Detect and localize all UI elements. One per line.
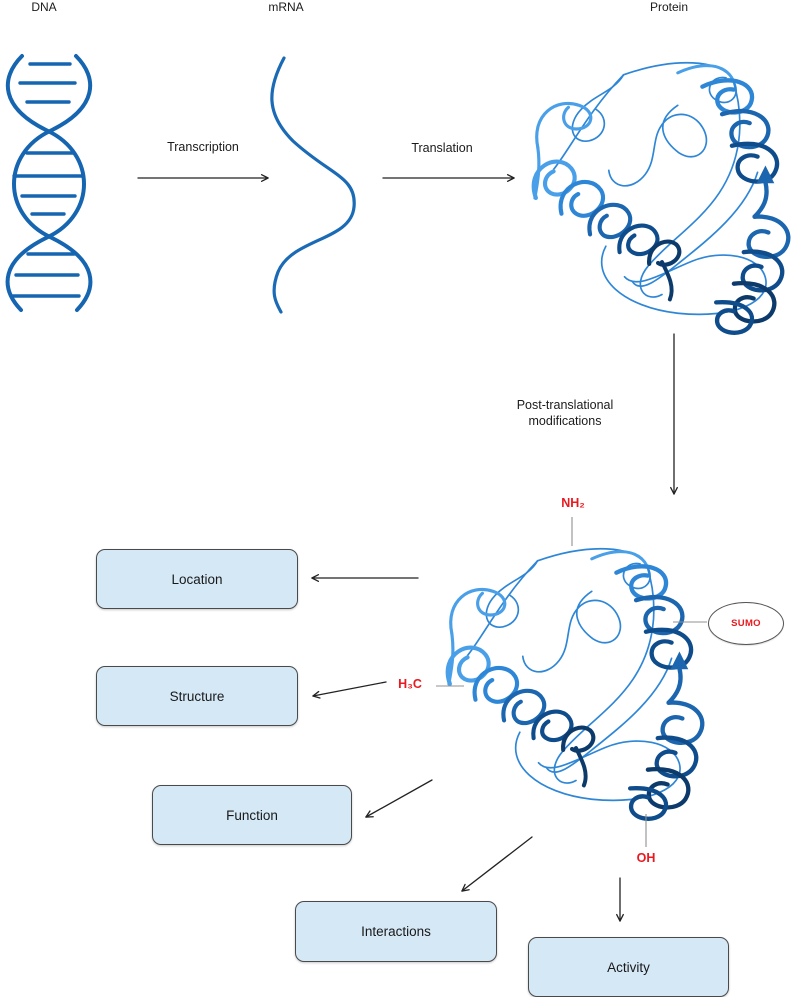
ptm-label-line2: modifications [528,414,602,428]
location-box-label: Location [171,571,223,587]
dna-base-rungs [11,62,84,298]
mrna-strand-graphic [270,56,356,314]
interactions-arrow [461,836,533,892]
sumo-badge: SUMO [708,602,784,645]
transcription-label: Transcription [167,140,239,154]
function-arrow [365,779,433,818]
sumo-label: SUMO [731,618,761,629]
activity-box: Activity [528,937,729,997]
oh-label: OH [636,851,656,865]
ptm-label-line1: Post-translational [516,398,614,412]
ptm-label: Post-translational modifications [485,397,645,429]
dna-helix-graphic [5,54,93,312]
modification-connectors [436,517,707,847]
function-box: Function [152,785,352,845]
interactions-box: Interactions [295,901,497,962]
function-box-label: Function [226,807,278,823]
structure-box: Structure [96,666,298,726]
activity-box-label: Activity [607,959,650,975]
structure-box-label: Structure [169,688,225,704]
dna-label: DNA [31,0,57,14]
h3c-label: H₃C [398,677,422,691]
modified-protein-graphic [448,549,703,819]
protein-label: Protein [649,0,689,14]
flow-arrows [137,174,678,922]
protein-graphic [534,63,789,333]
interactions-box-label: Interactions [361,924,431,939]
mrna-label: mRNA [268,0,304,14]
nh2-label: NH₂ [561,496,585,510]
translation-label: Translation [411,141,473,155]
structure-arrow [312,681,387,699]
location-box: Location [96,549,298,609]
